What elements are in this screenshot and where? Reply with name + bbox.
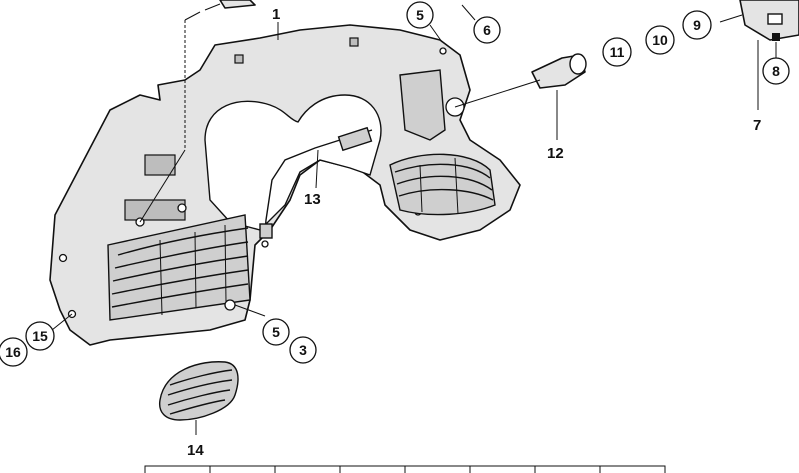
callout-10: 10 [652, 32, 668, 48]
bottom-strip [144, 465, 666, 473]
callout-16: 16 [5, 344, 21, 360]
leader-lines [51, 4, 777, 435]
callout-5-top: 5 [416, 7, 424, 23]
callout-1: 1 [272, 6, 280, 23]
callout-15: 15 [32, 328, 48, 344]
callout-8: 8 [772, 63, 780, 79]
left-vent-grille [107, 214, 251, 321]
small-vent [158, 361, 239, 421]
top-bracket [184, 0, 256, 150]
callout-7: 7 [753, 117, 761, 134]
callout-6: 6 [483, 22, 491, 38]
callout-12: 12 [547, 145, 564, 162]
right-vent-grille [389, 153, 496, 216]
callouts: 1 3 5 5 6 7 8 9 10 11 12 13 14 15 [0, 1, 790, 459]
callout-11: 11 [610, 44, 625, 60]
callout-5-lower: 5 [272, 324, 280, 340]
rotary-knob [739, 0, 799, 110]
callout-3: 3 [299, 342, 307, 358]
callout-14: 14 [187, 442, 204, 459]
sensor-cable [259, 126, 373, 248]
plug-part [531, 53, 587, 89]
callout-9: 9 [693, 17, 701, 33]
callout-13: 13 [304, 191, 321, 208]
